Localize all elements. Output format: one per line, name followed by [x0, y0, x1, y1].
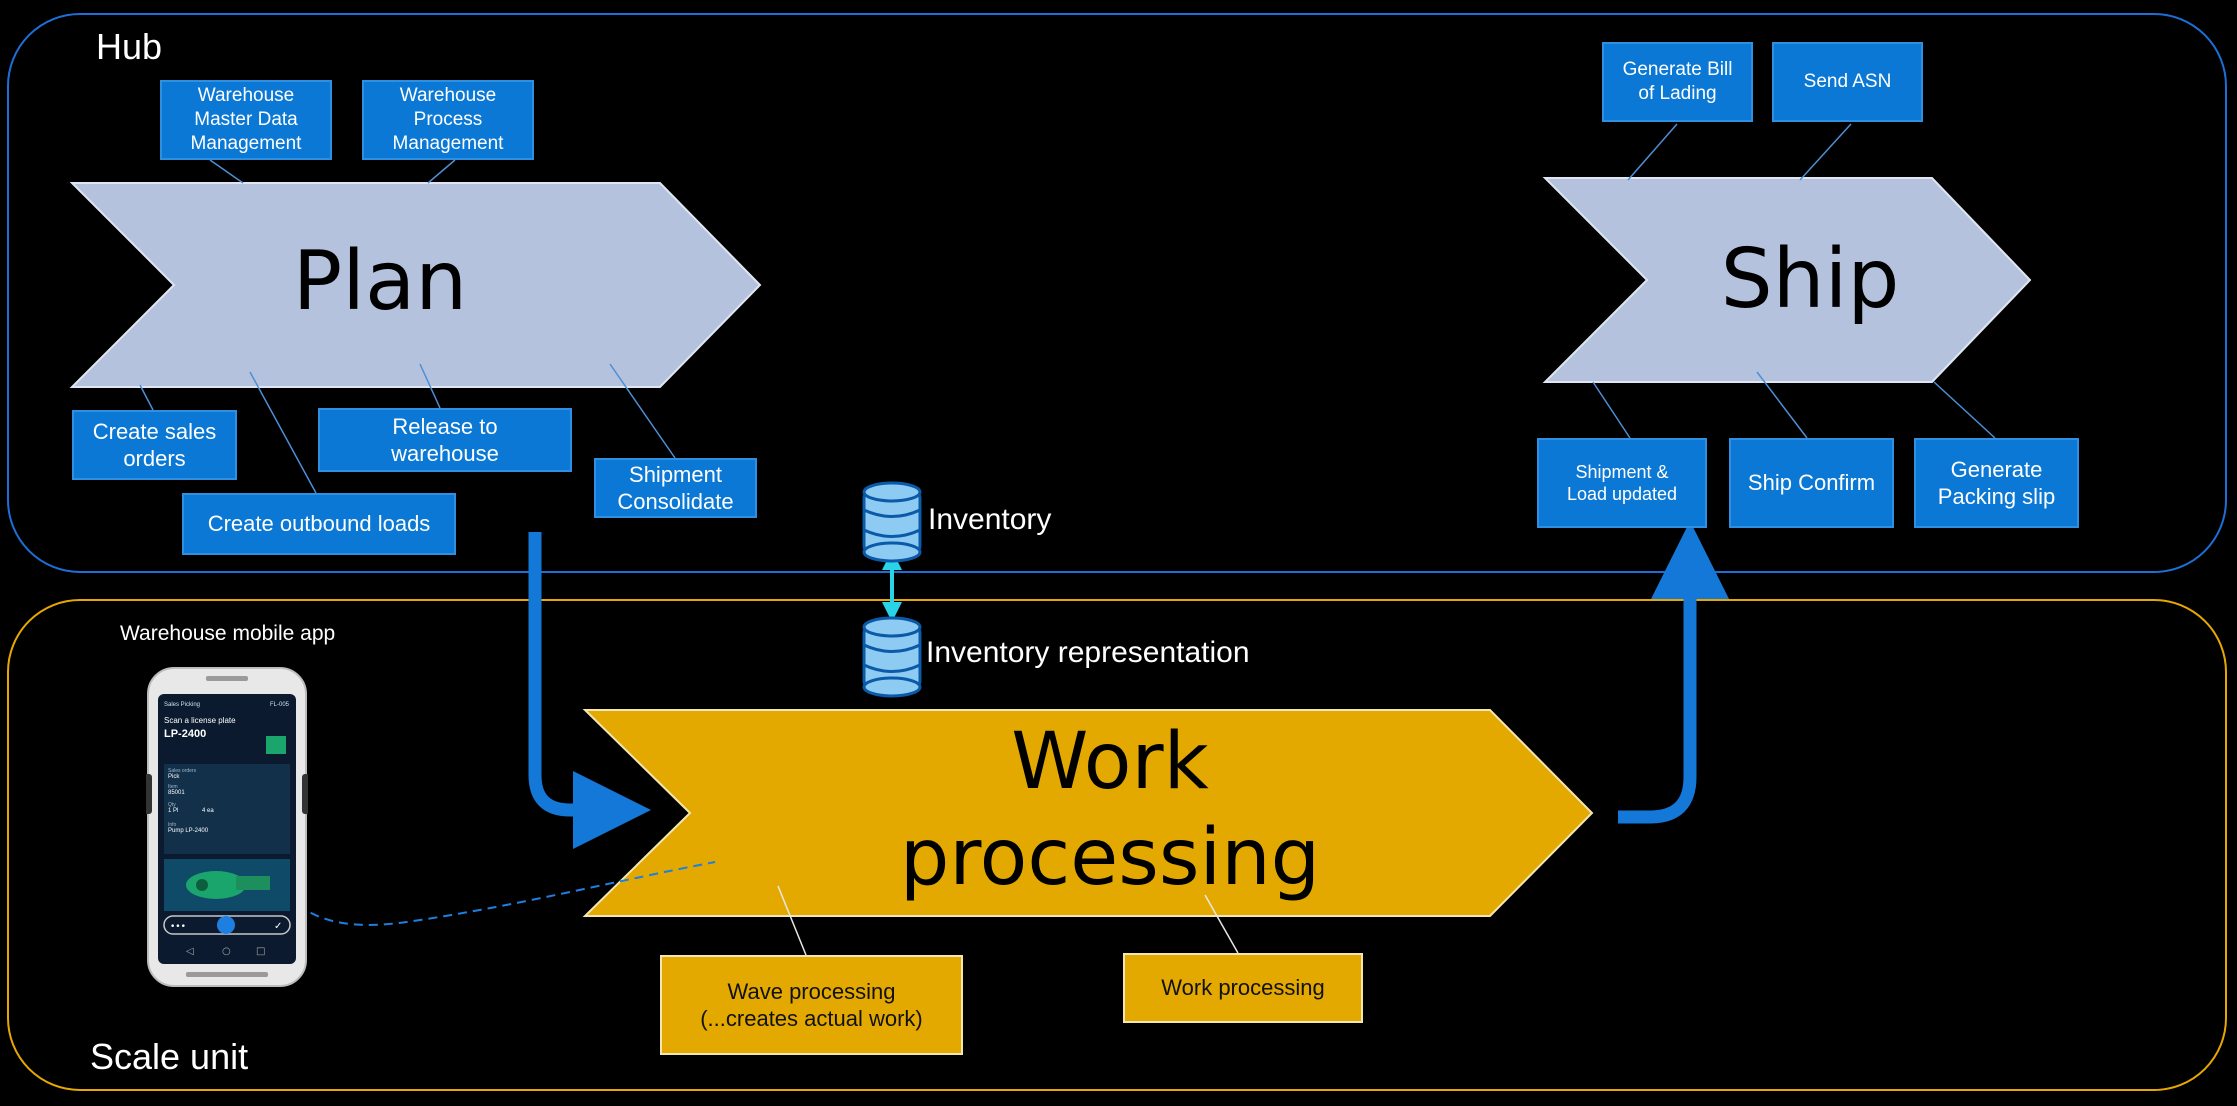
scale-unit-label: Scale unit	[90, 1036, 249, 1077]
svg-text:○: ○	[222, 946, 231, 957]
bill-of-lading-task: Generate Bill of Lading	[1602, 42, 1753, 122]
field2-label: Item	[168, 784, 178, 790]
work-processing-stage-label: Work processing	[899, 717, 1321, 903]
ship-stage-label: Ship	[1720, 232, 1900, 327]
packing-slip-task: Generate Packing slip	[1914, 438, 2079, 528]
create-sales-orders-task: Create sales orders	[72, 410, 237, 480]
work-connectors	[777, 885, 1239, 956]
svg-text:□: □	[256, 946, 265, 957]
plan-chevron	[69, 182, 762, 388]
process-management-task: Warehouse Process Management	[362, 80, 534, 160]
device-frame: ••• ✓ ◁ ○ □	[146, 667, 308, 987]
scale-unit-container	[7, 599, 2227, 1091]
screen-plate: LP-2400	[164, 728, 207, 740]
svg-text:◁: ◁	[186, 946, 194, 957]
mobile-link-dashed	[269, 861, 716, 926]
send-asn-task: Send ASN	[1772, 42, 1923, 122]
inventory-database-icon	[862, 481, 922, 563]
mobile-app-caption: Warehouse mobile app	[120, 622, 336, 645]
release-to-warehouse-task: Release to warehouse	[318, 408, 572, 472]
field3-value: 1 Pl	[168, 808, 179, 814]
plan-connectors	[139, 159, 676, 494]
shipment-consolidate-task: Shipment Consolidate	[594, 458, 757, 518]
field4-value: Pump LP-2400	[168, 828, 209, 834]
field2-value: 85001	[168, 790, 185, 796]
field1-label: Sales orders	[168, 768, 197, 774]
ship-confirm-task: Ship Confirm	[1729, 438, 1894, 528]
hub-container	[7, 13, 2227, 573]
screen-prompt: Scan a license plate	[164, 716, 236, 725]
hub-label: Hub	[96, 26, 163, 67]
shipment-load-updated-task: Shipment & Load updated	[1537, 438, 1707, 528]
svg-text:✓: ✓	[274, 921, 282, 932]
screen-title: Sales Picking	[164, 702, 201, 708]
ship-connectors	[1592, 123, 1996, 439]
inventory-representation-label: Inventory representation	[926, 636, 1250, 669]
inventory-representation-database-icon	[862, 616, 922, 698]
mobile-device-image: ••• ✓ ◁ ○ □ Sales Picking FL-005 Scan a …	[146, 664, 308, 990]
svg-text:•••: •••	[170, 922, 186, 932]
inventory-label: Inventory	[928, 503, 1052, 536]
field1-value: Pick	[168, 774, 180, 780]
field4-label: Info	[168, 822, 177, 828]
plan-stage-label: Plan	[292, 234, 468, 329]
work-processing-chevron	[582, 709, 1594, 917]
field3-label: Qty	[168, 802, 176, 808]
create-outbound-loads-task: Create outbound loads	[182, 493, 456, 555]
plan-to-work-arrow	[528, 532, 651, 849]
work-processing-task: Work processing	[1123, 953, 1363, 1023]
ship-chevron	[1542, 177, 2032, 383]
screen-code: FL-005	[270, 702, 290, 708]
master-data-task: Warehouse Master Data Management	[160, 80, 332, 160]
work-to-ship-arrow	[1618, 521, 1729, 824]
wave-processing-task: Wave processing (...creates actual work)	[660, 955, 963, 1055]
field3-extra: 4 ea	[202, 808, 214, 814]
